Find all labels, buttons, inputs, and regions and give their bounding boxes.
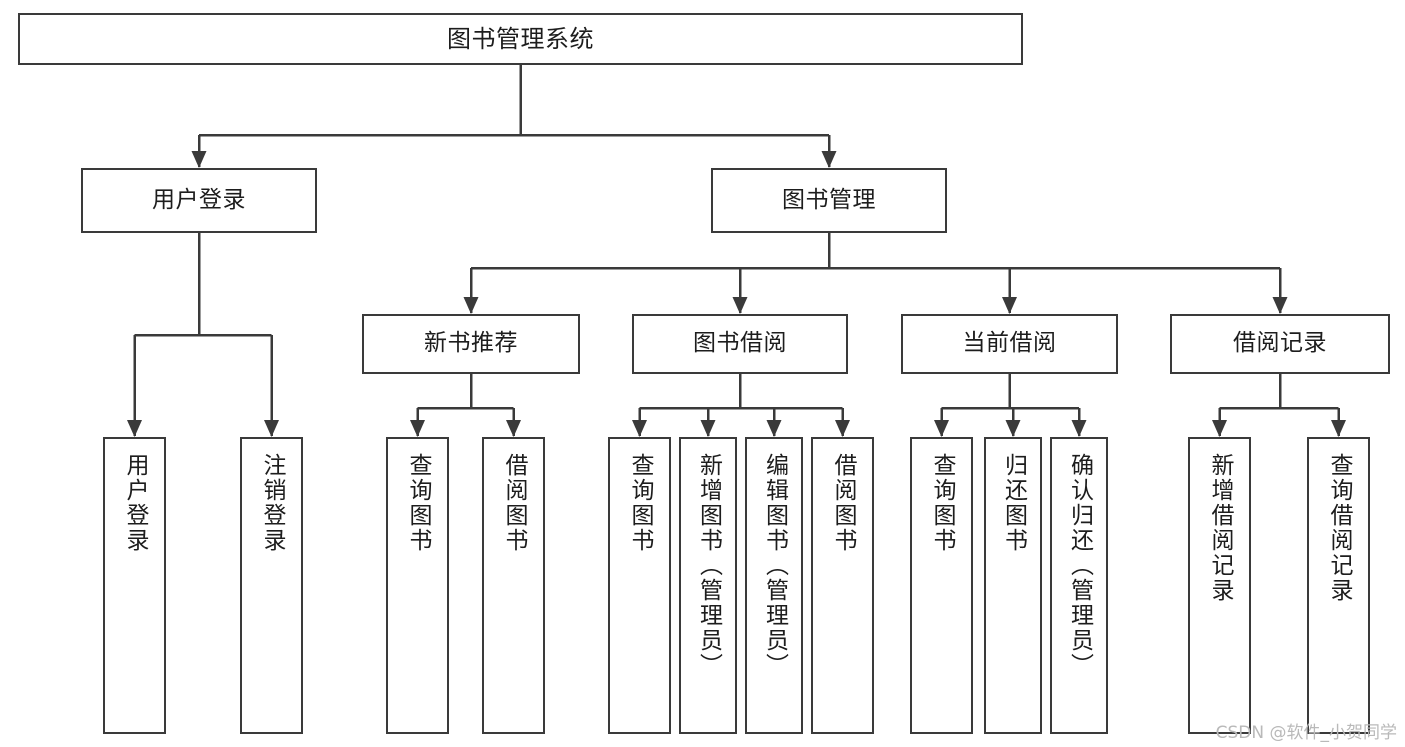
node-label: 用户登录: [152, 186, 246, 213]
arrow-head-icon: [1272, 297, 1288, 314]
arrow-head-icon: [835, 420, 850, 437]
node-label: 归还图书: [1000, 453, 1027, 553]
node-label: 编辑图书（管理员）: [761, 453, 788, 678]
node-label: 查询图书: [405, 453, 431, 553]
node-label: 新增借阅记录: [1207, 453, 1233, 603]
node-leaf-add-bk[interactable]: 新增图书（管理员）: [679, 437, 737, 734]
node-label: 查询图书: [929, 453, 955, 553]
arrow-head-icon: [264, 420, 279, 437]
node-label: 用户登录: [122, 453, 148, 553]
node-label: 新增图书（管理员）: [695, 453, 722, 678]
node-root[interactable]: 图书管理系统: [18, 13, 1023, 65]
arrow-head-icon: [1002, 297, 1017, 314]
node-current[interactable]: 当前借阅: [901, 314, 1118, 374]
node-label: 查询借阅记录: [1326, 453, 1352, 603]
node-newbook[interactable]: 新书推荐: [362, 314, 580, 374]
node-label: 当前借阅: [962, 330, 1057, 357]
node-leaf-edit-bk[interactable]: 编辑图书（管理员）: [745, 437, 803, 734]
node-leaf-query-bk[interactable]: 查询图书: [608, 437, 671, 734]
arrow-head-icon: [700, 420, 716, 437]
node-label: 新书推荐: [424, 330, 518, 357]
node-label: 查询图书: [627, 453, 653, 553]
arrow-head-icon: [191, 151, 207, 168]
node-login[interactable]: 用户登录: [81, 168, 317, 233]
arrow-head-icon: [1331, 420, 1346, 437]
node-leaf-add-rec[interactable]: 新增借阅记录: [1188, 437, 1251, 734]
arrow-head-icon: [410, 420, 425, 437]
arrow-head-icon: [1212, 420, 1227, 437]
arrow-head-icon: [1005, 420, 1021, 437]
arrow-head-icon: [821, 151, 837, 168]
arrow-head-icon: [732, 297, 748, 314]
node-leaf-query-new[interactable]: 查询图书: [386, 437, 449, 734]
node-label: 借阅记录: [1233, 330, 1327, 357]
node-label: 图书管理系统: [447, 24, 594, 53]
arrow-head-icon: [127, 420, 142, 437]
arrow-head-icon: [632, 420, 647, 437]
node-label: 确认归还（管理员）: [1066, 453, 1093, 678]
node-leaf-return-cur[interactable]: 归还图书: [984, 437, 1042, 734]
arrow-head-icon: [1071, 420, 1087, 437]
arrow-head-icon: [506, 420, 521, 437]
arrow-head-icon: [934, 420, 949, 437]
node-leaf-borrow-bk[interactable]: 借阅图书: [811, 437, 874, 734]
node-bookmgmt[interactable]: 图书管理: [711, 168, 947, 233]
node-leaf-query-cur[interactable]: 查询图书: [910, 437, 973, 734]
node-leaf-query-rec[interactable]: 查询借阅记录: [1307, 437, 1370, 734]
node-borrow[interactable]: 图书借阅: [632, 314, 848, 374]
node-leaf-borrow-new[interactable]: 借阅图书: [482, 437, 545, 734]
node-label: 注销登录: [259, 453, 285, 553]
node-leaf-logout[interactable]: 注销登录: [240, 437, 303, 734]
node-label: 图书管理: [782, 186, 876, 213]
node-label: 借阅图书: [501, 453, 527, 553]
node-label: 借阅图书: [830, 453, 856, 553]
node-leaf-confirm-cur[interactable]: 确认归还（管理员）: [1050, 437, 1108, 734]
node-leaf-login[interactable]: 用户登录: [103, 437, 166, 734]
arrow-head-icon: [766, 420, 782, 437]
watermark: CSDN @软件_小贺同学: [1215, 723, 1397, 743]
node-label: 图书借阅: [693, 330, 787, 357]
arrow-head-icon: [463, 297, 479, 314]
node-records[interactable]: 借阅记录: [1170, 314, 1390, 374]
